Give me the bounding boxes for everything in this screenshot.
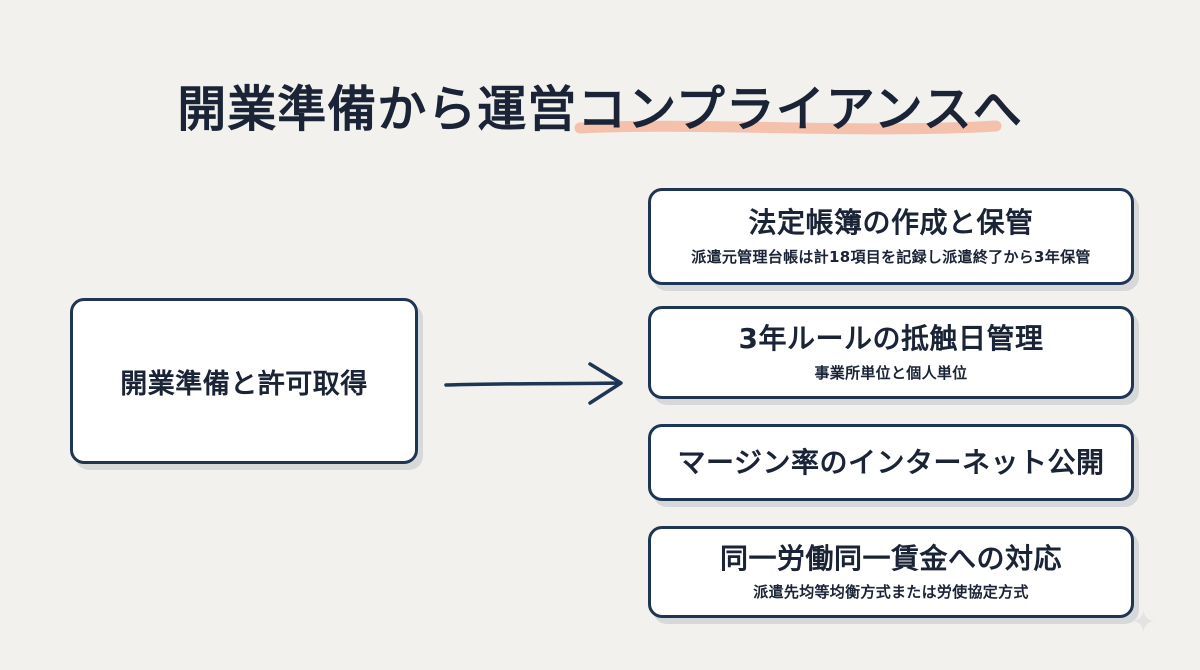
step-box-equal-pay: 同一労働同一賃金への対応 派遣先均等均衡方式または労使協定方式 <box>648 526 1134 618</box>
step-box-subtitle: 派遣元管理台帳は計18項目を記録し派遣終了から3年保管 <box>691 247 1091 266</box>
step-box-title: 法定帳簿の作成と保管 <box>748 206 1034 240</box>
step-box-title: 同一労働同一賃金への対応 <box>719 541 1062 575</box>
start-box-label: 開業準備と許可取得 <box>120 368 368 400</box>
step-box-3year-rule: 3年ルールの抵触日管理 事業所単位と個人単位 <box>648 306 1134 399</box>
page-title: 開業準備から運営コンプライアンスへ <box>177 81 1023 138</box>
step-box-title: 3年ルールの抵触日管理 <box>738 322 1044 356</box>
step-box-ledger: 法定帳簿の作成と保管 派遣元管理台帳は計18項目を記録し派遣終了から3年保管 <box>648 188 1134 285</box>
sparkle-icon: ✦ <box>1130 605 1156 640</box>
start-box: 開業準備と許可取得 <box>70 298 418 464</box>
step-box-margin-rate: マージン率のインターネット公開 <box>648 424 1134 501</box>
step-box-title: マージン率のインターネット公開 <box>677 445 1105 479</box>
step-box-subtitle: 派遣先均等均衡方式または労使協定方式 <box>753 583 1029 602</box>
step-box-subtitle: 事業所単位と個人単位 <box>814 363 968 382</box>
